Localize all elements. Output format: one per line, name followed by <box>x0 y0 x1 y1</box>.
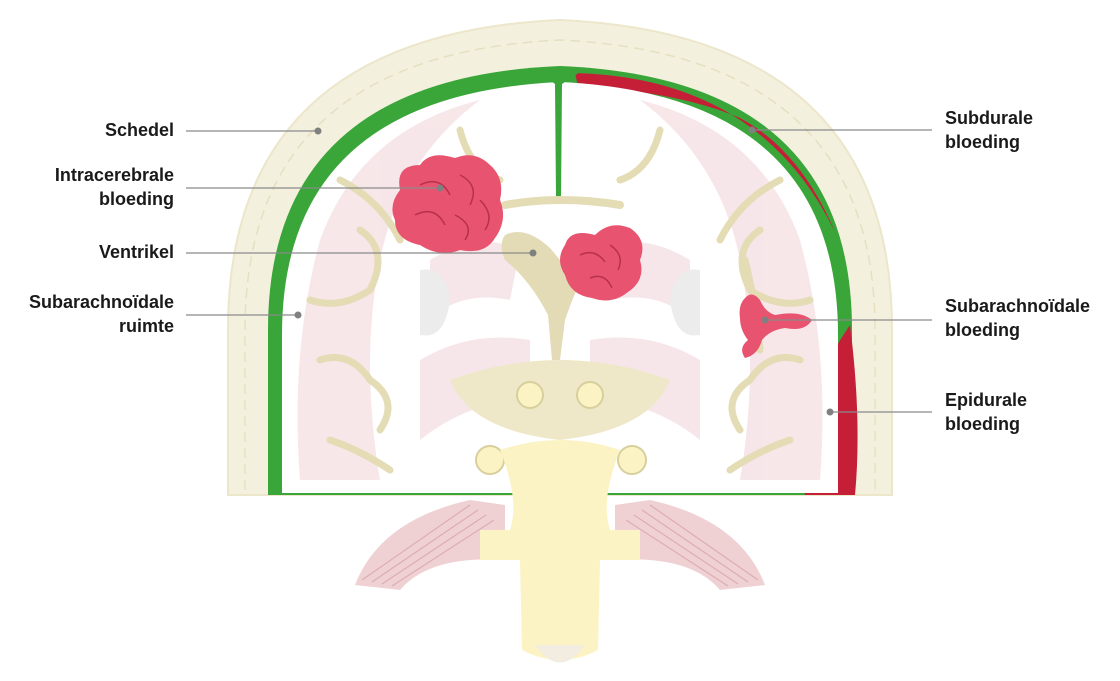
label-skull: Schedel <box>105 118 174 142</box>
label-line: bloeding <box>945 412 1027 436</box>
label-line: bloeding <box>55 187 174 211</box>
label-line: bloeding <box>945 130 1033 154</box>
label-line: ruimte <box>29 314 174 338</box>
label-line: Subarachnoïdale <box>945 294 1090 318</box>
label-line: Intracerebrale <box>55 163 174 187</box>
label-ventricle: Ventrikel <box>99 240 174 264</box>
label-line: Epidurale <box>945 388 1027 412</box>
label-line: Ventrikel <box>99 240 174 264</box>
label-line: bloeding <box>945 318 1090 342</box>
intracerebral-hemorrhage <box>392 155 503 253</box>
label-line: Schedel <box>105 118 174 142</box>
label-line: Subarachnoïdale <box>29 290 174 314</box>
label-line: Subdurale <box>945 106 1033 130</box>
